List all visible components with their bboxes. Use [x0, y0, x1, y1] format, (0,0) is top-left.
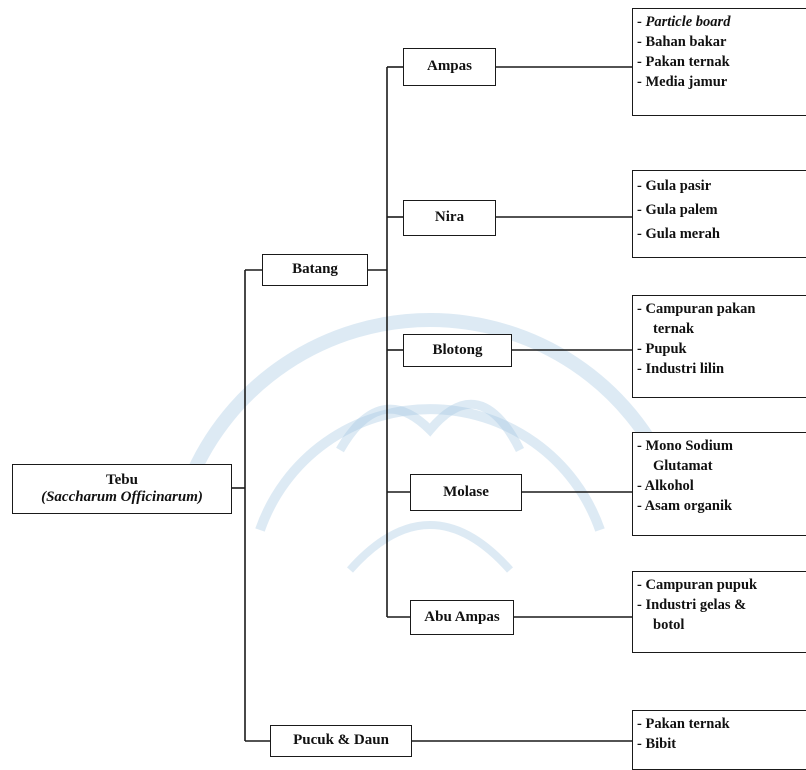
- node-blotong-label: Blotong: [432, 341, 483, 358]
- bullet: -: [637, 202, 642, 218]
- use-item: Bibit: [645, 736, 677, 752]
- root-latin-name: (Saccharum Officinarum): [41, 489, 203, 505]
- node-ampas-label: Ampas: [426, 58, 472, 75]
- node-batang: Batang: [262, 254, 368, 286]
- bullet: -: [637, 736, 642, 752]
- bullet: -: [637, 341, 642, 357]
- list-item: - Alkohol: [637, 476, 806, 496]
- bullet: -: [637, 34, 642, 50]
- uses-blotong: - Campuran pakan ternak - Pupuk - Indust…: [632, 295, 806, 398]
- use-item: Asam organik: [644, 498, 733, 514]
- bullet: -: [637, 178, 642, 194]
- node-ampas: Ampas: [403, 48, 496, 86]
- list-item: - Asam organik: [637, 496, 806, 516]
- use-item: Industri gelas &: [645, 597, 747, 613]
- bullet: -: [637, 301, 642, 317]
- node-batang-label: Batang: [292, 261, 338, 278]
- node-nira: Nira: [403, 200, 496, 236]
- uses-pucuk-daun: - Pakan ternak - Bibit: [632, 710, 806, 770]
- list-item: - Campuran pupuk: [637, 575, 806, 595]
- list-item: - Industri gelas &: [637, 595, 806, 615]
- node-pucuk-daun-label: Pucuk & Daun: [293, 732, 389, 749]
- list-item: - Mono Sodium: [637, 436, 806, 456]
- bullet: -: [637, 716, 642, 732]
- bullet: -: [637, 597, 642, 613]
- list-item: - Gula palem: [637, 198, 806, 222]
- use-item: Mono Sodium: [645, 438, 733, 454]
- list-item-continuation: Glutamat: [653, 458, 713, 474]
- use-item: Alkohol: [644, 478, 694, 494]
- list-item: - Particle board: [637, 12, 806, 32]
- use-item: Media jamur: [645, 74, 728, 90]
- list-item: - Pakan ternak: [637, 52, 806, 72]
- use-item: Pupuk: [645, 341, 687, 357]
- bullet: -: [637, 577, 642, 593]
- use-item: Campuran pupuk: [645, 577, 758, 593]
- use-item: Particle board: [645, 14, 731, 30]
- bullet: -: [637, 54, 642, 70]
- list-item: - Bibit: [637, 734, 806, 754]
- use-item: Bahan bakar: [645, 34, 727, 50]
- list-item: - Pupuk: [637, 339, 806, 359]
- list-item: - Industri lilin: [637, 359, 806, 379]
- use-item: Gula merah: [645, 226, 720, 242]
- node-blotong: Blotong: [403, 334, 512, 367]
- node-nira-label: Nira: [434, 209, 465, 226]
- use-item: Campuran pakan: [645, 301, 756, 317]
- uses-molase: - Mono Sodium Glutamat - Alkohol - Asam …: [632, 432, 806, 536]
- bullet: -: [637, 14, 642, 30]
- node-abu-ampas: Abu Ampas: [410, 600, 514, 635]
- list-item: - Gula pasir: [637, 174, 806, 198]
- uses-nira: - Gula pasir - Gula palem - Gula merah: [632, 170, 806, 258]
- list-item: - Pakan ternak: [637, 714, 806, 734]
- bullet: -: [637, 74, 642, 90]
- node-molase-label: Molase: [443, 483, 489, 500]
- root-node-tebu: Tebu (Saccharum Officinarum): [12, 464, 232, 514]
- list-item-continuation: ternak: [653, 321, 695, 337]
- bullet: -: [637, 498, 642, 514]
- list-item: - Bahan bakar: [637, 32, 806, 52]
- use-item: Gula pasir: [645, 178, 712, 194]
- node-abu-ampas-label: Abu Ampas: [424, 608, 500, 625]
- list-item: - Campuran pakan: [637, 299, 806, 319]
- bullet: -: [637, 226, 642, 242]
- node-molase: Molase: [410, 474, 522, 511]
- node-pucuk-daun: Pucuk & Daun: [270, 725, 412, 757]
- use-item: Gula palem: [645, 202, 718, 218]
- root-name: Tebu: [106, 471, 138, 488]
- bullet: -: [637, 361, 642, 377]
- list-item: - Media jamur: [637, 72, 806, 92]
- bullet: -: [637, 478, 642, 494]
- use-item: Pakan ternak: [645, 716, 730, 732]
- list-item: - Gula merah: [637, 222, 806, 246]
- use-item: Industri lilin: [645, 361, 725, 377]
- uses-ampas: - Particle board - Bahan bakar - Pakan t…: [632, 8, 806, 116]
- uses-abu-ampas: - Campuran pupuk - Industri gelas & boto…: [632, 571, 806, 653]
- list-item-continuation: botol: [653, 617, 685, 633]
- bullet: -: [637, 438, 642, 454]
- use-item: Pakan ternak: [645, 54, 730, 70]
